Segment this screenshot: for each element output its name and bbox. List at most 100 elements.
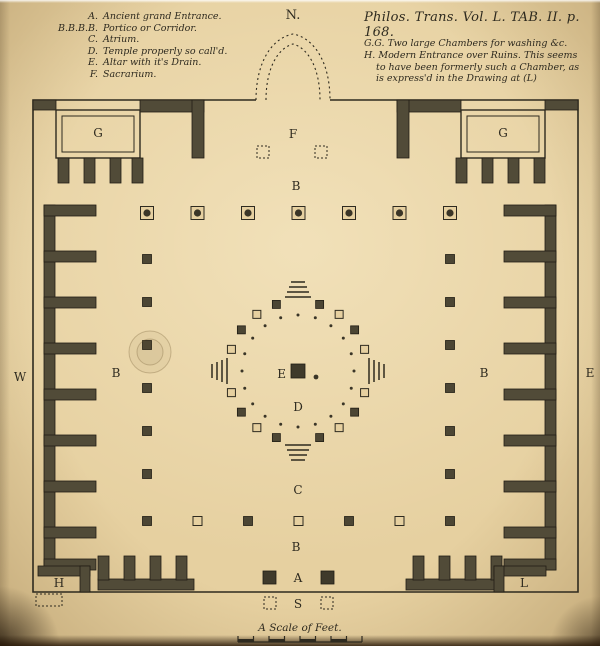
column-base-dot xyxy=(329,324,333,328)
column-base xyxy=(143,209,151,217)
legend-text: Two large Chambers for washing &c. xyxy=(387,38,568,49)
colonnade-pillar xyxy=(360,344,370,354)
label-d: D xyxy=(293,400,303,414)
colonnade-pillar xyxy=(293,516,304,526)
wall-tooth xyxy=(123,555,136,581)
wall-stub xyxy=(109,157,122,184)
column-base-dot xyxy=(313,316,317,320)
room-l-side-wall xyxy=(493,565,505,593)
column-base-dot xyxy=(329,414,333,418)
legend-key: F. xyxy=(89,68,98,80)
legend-text: Temple properly so call'd. xyxy=(103,45,228,57)
top-wall-stubs xyxy=(57,157,546,184)
label-b-left: B xyxy=(112,366,121,380)
sacrarium-dotted-square xyxy=(314,145,328,159)
colonnade-pillar xyxy=(142,383,152,393)
colonnade-pillar xyxy=(360,388,370,398)
legend-text: Altar with it's Drain. xyxy=(103,57,202,69)
wall-tooth xyxy=(43,296,97,309)
legend-text: Portico or Corridor. xyxy=(103,22,197,34)
library-stamp-inner xyxy=(136,338,164,366)
legend-key: A. xyxy=(88,11,98,22)
legend-text: Ancient grand Entrance. xyxy=(103,11,222,22)
colonnade-pillar xyxy=(236,325,246,335)
apse-dotted-outline xyxy=(255,33,331,101)
altar-square xyxy=(290,363,306,379)
column-base-dot xyxy=(296,313,300,317)
legend-text: Sacrarium. xyxy=(103,68,157,80)
scale-segment xyxy=(269,639,285,642)
wall-stub xyxy=(57,157,70,184)
room-h-side-wall xyxy=(79,565,91,593)
colonnade-pillar xyxy=(142,340,152,350)
scale-segment xyxy=(238,639,254,642)
wall-tooth xyxy=(503,250,557,263)
chamber-g-left-inner xyxy=(61,115,135,153)
colonnade-pillar xyxy=(445,340,455,350)
room-h-dotted-ruins xyxy=(35,593,63,607)
entrance-dotted-base xyxy=(320,596,334,610)
colonnade-pillar xyxy=(445,426,455,436)
wall-stub xyxy=(131,157,144,184)
column-base-dot xyxy=(341,402,345,406)
legend-item: C.Atrium. xyxy=(50,34,270,46)
legend-item: B.B.B.B.Portico or Corridor. xyxy=(50,23,270,35)
wall-bar xyxy=(97,578,195,591)
column-base-dot xyxy=(240,369,244,373)
column-base-dot xyxy=(243,352,247,356)
wall-stub xyxy=(455,157,468,184)
column-base-dot xyxy=(279,316,283,320)
colonnade-pillar xyxy=(394,516,405,526)
legend-key: D. xyxy=(87,45,98,57)
wall-tooth xyxy=(149,555,162,581)
wall-tooth xyxy=(438,555,451,581)
atrium-colonnade xyxy=(140,206,457,526)
colonnade-pillar xyxy=(445,383,455,393)
wall-tooth xyxy=(43,342,97,355)
label-b-right: B xyxy=(480,366,489,380)
colonnade-pillar xyxy=(252,423,262,433)
colonnade-pillar xyxy=(226,388,236,398)
temple-stairs xyxy=(211,281,385,461)
sacrarium-dotted-square xyxy=(256,145,270,159)
column-base xyxy=(244,209,252,217)
scale-segment xyxy=(331,639,347,642)
east-side-chambers xyxy=(503,204,557,571)
colonnade-pillar xyxy=(142,254,152,264)
temple-circular-colonnade xyxy=(226,300,370,442)
scale-segment xyxy=(300,639,316,642)
legend-item: D. Temple properly so call'd. xyxy=(50,46,270,58)
column-base-dot xyxy=(263,324,267,328)
colonnade-pillar xyxy=(315,300,325,309)
west-side-chambers xyxy=(43,204,97,571)
wall-segment xyxy=(32,99,57,111)
label-g-right: G xyxy=(498,126,508,140)
label-e-outer: E xyxy=(586,366,595,380)
column-base xyxy=(446,209,454,217)
column-base-dot xyxy=(341,336,345,340)
colonnade-pillar xyxy=(236,407,246,417)
wall-tooth xyxy=(97,555,110,581)
colonnade-pillar xyxy=(445,297,455,307)
label-b-bottom: B xyxy=(292,540,301,554)
legend-key: C. xyxy=(88,34,98,46)
plan-outer-frame xyxy=(32,99,579,593)
wall-tooth xyxy=(503,296,557,309)
legend-text: Modern Entrance over Ruins. This seems t… xyxy=(376,50,580,85)
colonnade-pillar xyxy=(142,426,152,436)
chamber-g-right-inner xyxy=(466,115,540,153)
wall-tooth xyxy=(43,204,97,217)
column-base-dot xyxy=(313,422,317,426)
wall-tooth xyxy=(503,204,557,217)
scale-caption: A Scale of Feet. xyxy=(257,622,341,634)
colonnade-pillar xyxy=(271,300,281,309)
wall-tooth xyxy=(43,250,97,263)
wall-tooth xyxy=(503,434,557,447)
wall-tooth xyxy=(464,555,477,581)
column-base-dot xyxy=(349,386,353,390)
wall-stub xyxy=(83,157,96,184)
column-base xyxy=(294,209,303,217)
entrance-pier xyxy=(262,570,277,585)
entrance-dotted-base xyxy=(263,596,277,610)
wall-stub xyxy=(533,157,546,184)
